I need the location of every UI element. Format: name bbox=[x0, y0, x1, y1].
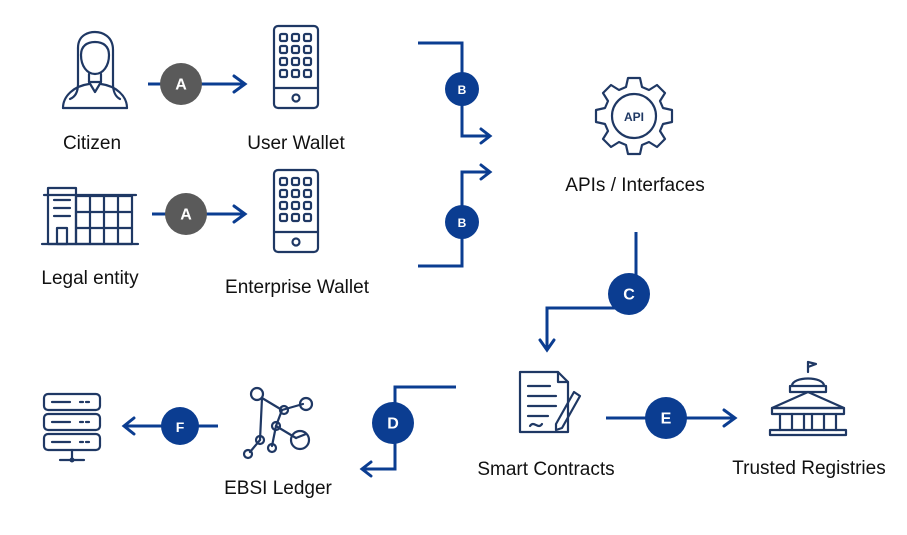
user-wallet-label: User Wallet bbox=[247, 133, 345, 154]
svg-text:F: F bbox=[176, 419, 185, 435]
enterprise-wallet-phone-icon bbox=[272, 168, 320, 254]
api-gear-icon: API bbox=[594, 76, 674, 156]
arrow-c bbox=[538, 232, 638, 353]
ebsi-ledger-network-icon bbox=[242, 386, 314, 460]
step-badge-b2: B bbox=[445, 205, 479, 239]
smart-contract-document-icon bbox=[518, 370, 582, 434]
trusted-registries-building-icon bbox=[768, 360, 848, 437]
svg-text:C: C bbox=[623, 287, 635, 304]
enterprise-wallet-label: Enterprise Wallet bbox=[225, 277, 369, 298]
svg-text:E: E bbox=[661, 411, 672, 428]
svg-text:B: B bbox=[458, 216, 467, 230]
ebsi-ledger-label: EBSI Ledger bbox=[224, 478, 332, 499]
step-badge-c: C bbox=[608, 273, 650, 315]
server-rack-icon bbox=[42, 392, 102, 463]
trusted-registries-label: Trusted Registries bbox=[732, 458, 886, 479]
user-wallet-phone-icon bbox=[272, 24, 320, 110]
apis-interfaces-label: APIs / Interfaces bbox=[565, 175, 705, 196]
legal-entity-building-icon bbox=[40, 186, 140, 246]
svg-text:B: B bbox=[458, 83, 467, 97]
svg-text:A: A bbox=[175, 77, 187, 94]
step-badge-b1: B bbox=[445, 72, 479, 106]
step-badge-d: D bbox=[372, 402, 414, 444]
step-badge-a2: A bbox=[165, 193, 207, 235]
svg-text:A: A bbox=[180, 207, 192, 224]
smart-contracts-label: Smart Contracts bbox=[477, 459, 615, 480]
api-badge-text: API bbox=[624, 110, 644, 124]
step-badge-f: F bbox=[161, 407, 199, 445]
step-badge-e: E bbox=[645, 397, 687, 439]
step-badge-a1: A bbox=[160, 63, 202, 105]
citizen-icon bbox=[61, 30, 129, 110]
svg-text:D: D bbox=[387, 416, 399, 433]
citizen-label: Citizen bbox=[62, 133, 122, 154]
legal-entity-label: Legal entity bbox=[41, 268, 139, 289]
